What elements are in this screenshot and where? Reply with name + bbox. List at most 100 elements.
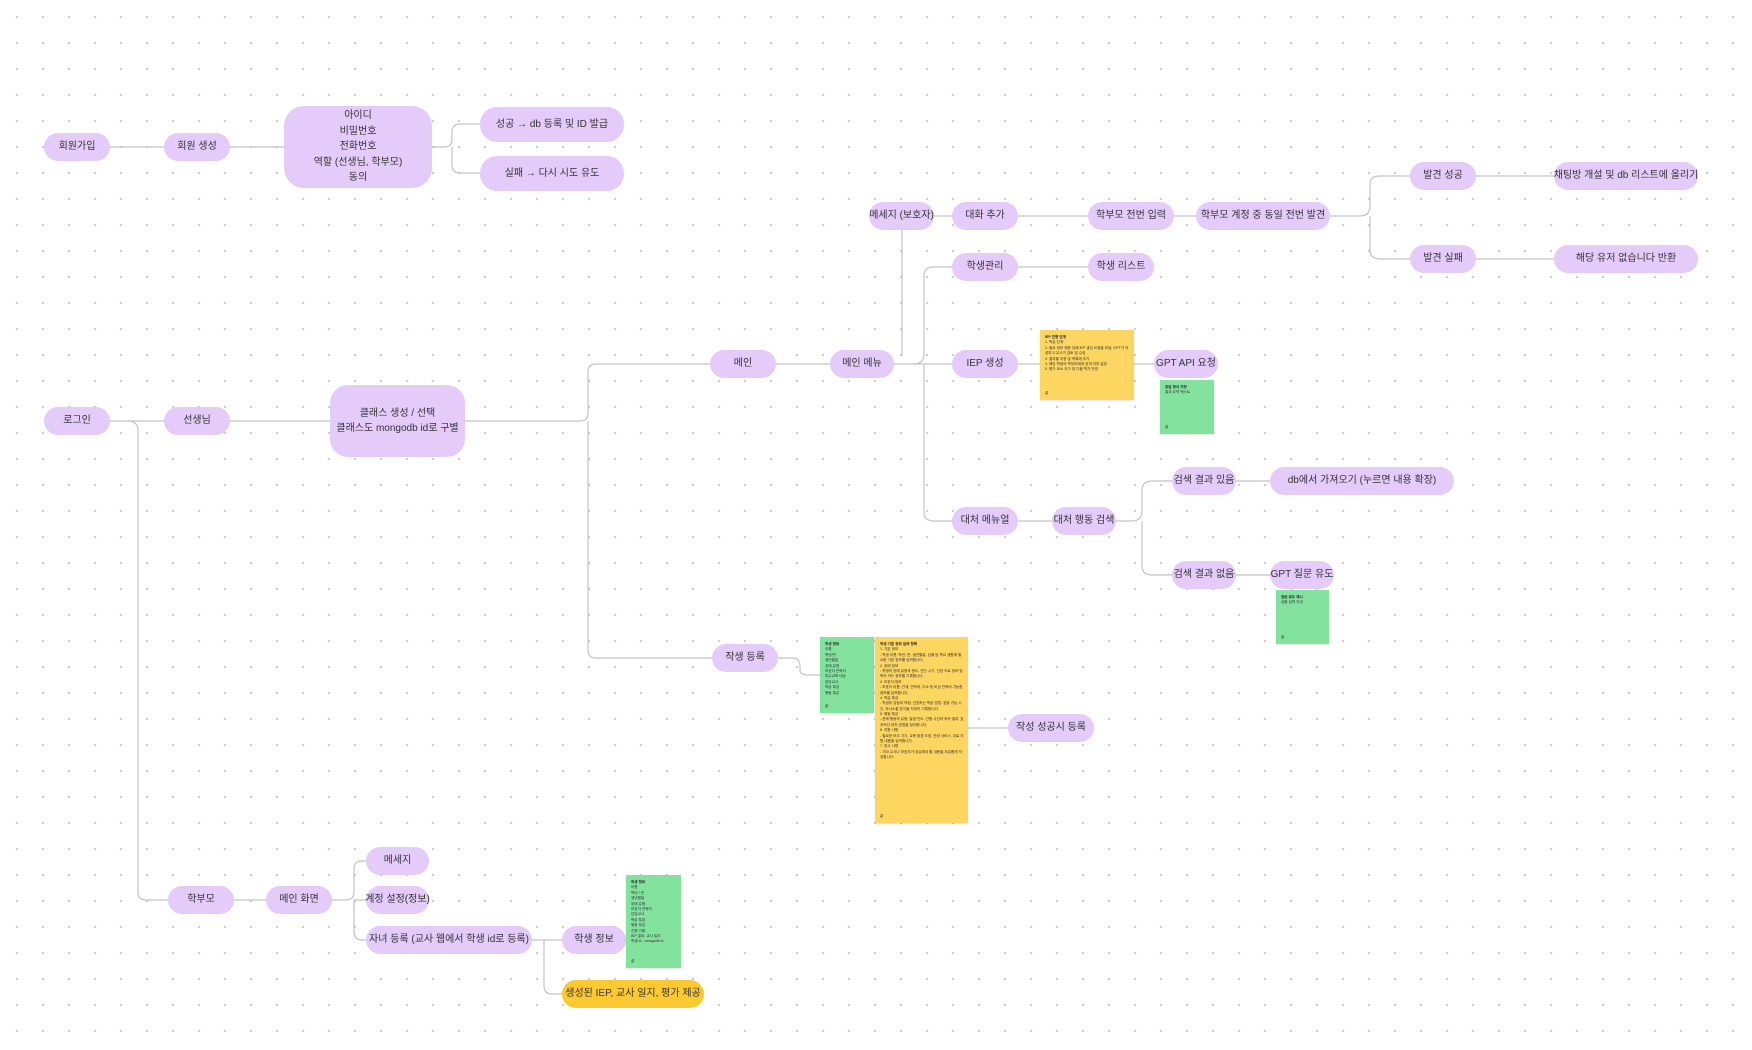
main-menu-node[interactable]: 메인 메뉴 [830,350,894,378]
student-form-line: 7. 참고 사항 [880,744,899,749]
parent-node[interactable]: 학부모 [168,886,234,914]
student-form-line: - 문제 행동의 유형, 발생 빈도, 선행 사건과 후속 결과, 효과적인 대… [880,717,964,727]
student-form-line: 4. 학습 특성 [880,695,899,700]
student-info-note-line: 이름 [631,885,638,890]
response-manual-node[interactable]: 대처 메뉴얼 [952,507,1018,535]
student-form-line: 5. 행동 특성 [880,712,899,717]
iep-steps-line: 3. 결과물 저장 및 목록에 추가 [1045,356,1090,361]
child-register-node[interactable]: 자녀 등록 (교사 웹에서 학생 id로 등록) [366,926,532,954]
student-info-note-line: 보호자 연락처 [631,906,652,911]
student-info-note-foot: 끝 [631,958,635,963]
student-fields-sticky-note: 학생 정보 이름 학년/반 생년월일 장애 유형 보호자 연락처 특수교육 대상… [820,637,874,713]
response-search-node[interactable]: 대처 행동 검색 [1052,507,1116,535]
student-form-sticky-note: 학생 기본 정보 입력 항목 1. 기본 정보 - 학생 이름, 학년, 반, … [875,637,968,823]
student-manage-node[interactable]: 학생관리 [952,253,1018,281]
iep-steps-line: 1. 학습 단계 [1045,340,1064,345]
student-info-note-line: 장애 유형 [631,901,646,906]
student-field-line: 담당교사 [825,679,839,684]
gpt-response-title: 응답 형식 지정 [1165,385,1187,389]
iep-steps-foot: 끝 [1045,390,1049,395]
student-info-note-line: 학습 특징 [631,917,646,922]
student-info-note-title: 학생 정보 [631,880,646,884]
gpt-prompt-note-title: 질문 유도 예시 [1281,595,1303,599]
student-field-line: 특수교육 대상 [825,674,846,679]
gpt-response-foot: 끝 [1165,424,1169,429]
no-user-node[interactable]: 해당 유저 없습니다 반환 [1554,245,1698,273]
student-field-line: 학습 특징 [825,685,840,690]
student-info-note-line: 진행 기록 [631,928,646,933]
student-field-line: 생년월일 [825,658,839,663]
student-info-note-line: 행동 특성 [631,923,646,928]
iep-steps-line: 5. 평가 요소 추가 및 다음 학기 반영 [1045,367,1098,372]
gpt-prompt-sticky-note: 질문 유도 예시 상황 입력 안내 끝 [1276,590,1329,644]
signup-node[interactable]: 회원가입 [44,133,110,161]
class-create-line-2: 클래스도 mongodb id로 구별 [336,423,459,434]
gpt-response-sticky-note: 응답 형식 지정 결과 요약 텍스트 끝 [1160,380,1214,434]
gpt-response-line: 결과 요약 텍스트 [1165,390,1191,395]
student-field-line: 행동 특성 [825,690,840,695]
gpt-api-node[interactable]: GPT API 요청 [1154,350,1218,378]
db-fetch-node[interactable]: db에서 가져오기 (누르면 내용 확장) [1270,467,1454,495]
gpt-prompt-note-foot: 끝 [1281,634,1285,639]
iep-steps-sticky-note: IEP 진행 단계 1. 학습 단계 2. 필요 정보 채운 뒤에 IEP 생성… [1040,330,1134,400]
student-field-line: 학년/반 [825,652,836,657]
gpt-prompt-node[interactable]: GPT 질문 유도 [1270,561,1334,589]
signup-field-id: 아이디 [344,110,372,122]
signup-fail-node[interactable]: 실패 → 다시 시도 유도 [480,156,624,191]
student-form-line: 1. 기본 정보 [880,647,899,652]
class-create-node[interactable]: 클래스 생성 / 선택 클래스도 mongodb id로 구별 [330,385,465,457]
student-field-line: 보호자 연락처 [825,668,846,673]
student-form-line: 6. 지원 사항 [880,728,899,733]
student-list-node[interactable]: 학생 리스트 [1088,253,1154,281]
generated-outputs-node[interactable]: 생성된 IEP, 교사 일지, 평가 제공 [562,980,704,1008]
signup-field-consent: 동의 [348,172,368,184]
create-member-node[interactable]: 회원 생성 [164,133,230,161]
gpt-prompt-note-line: 상황 입력 안내 [1281,600,1303,605]
student-field-line: 이름 [825,647,832,652]
student-info-note-line: 생년월일 [631,896,645,901]
found-success-node[interactable]: 발견 성공 [1410,162,1476,190]
signup-field-role: 역할 (선생님, 학부모) [313,156,403,168]
student-info-note-line: 학년 / 반 [631,890,644,895]
signup-field-phone: 전화번호 [339,141,377,153]
found-fail-node[interactable]: 발견 실패 [1410,245,1476,273]
teacher-node[interactable]: 선생님 [164,407,230,435]
message-node[interactable]: 메세지 [366,847,429,875]
student-field-line: 장애 유형 [825,663,840,668]
student-fields-title: 학생 정보 [825,642,840,646]
signup-success-node[interactable]: 성공 → db 등록 및 ID 발급 [480,107,624,142]
add-chat-node[interactable]: 대화 추가 [952,202,1018,230]
login-node[interactable]: 로그인 [44,407,110,435]
open-chat-node[interactable]: 채팅방 개설 및 db 리스트에 올리기 [1554,162,1698,190]
iep-create-node[interactable]: IEP 생성 [952,350,1018,378]
student-form-line: - 학생의 강점과 약점, 선호하는 학습 방법, 집중 가능 시간, 의사소통… [880,701,962,711]
student-info-node[interactable]: 학생 정보 [562,926,626,954]
student-fields-foot: 끝 [825,703,829,708]
search-none-node[interactable]: 검색 결과 없음 [1172,561,1236,589]
signup-fields-node[interactable]: 아이디 비밀번호 전화번호 역할 (선생님, 학부모) 동의 [284,106,432,188]
iep-steps-line: 4. 해당 학생의 학부모에게 공개 여부 설정 [1045,361,1107,366]
account-settings-node[interactable]: 계정 설정(정보) [365,886,430,914]
find-same-phone-node[interactable]: 학부모 계정 중 동일 전번 발견 [1196,202,1330,230]
student-form-foot: 끝 [880,813,884,818]
student-form-line: - 필요한 보조 기기, 교육 환경 조정, 관련 서비스, 치료 지원 내용을… [880,733,964,744]
register-success-node[interactable]: 작성 성공시 등록 [1008,714,1094,742]
student-form-line: - 학생 이름, 학년, 반, 생년월일, 성별 등 학교 생활에 필요한 기본… [880,652,962,663]
student-info-note-line: IEP 결과, 교사 일지 [631,933,661,938]
main-screen-node[interactable]: 메인 화면 [266,886,332,914]
enter-parent-phone-node[interactable]: 학부모 전번 입력 [1088,202,1174,230]
student-info-note-line: 담당교사 [631,912,645,917]
student-form-line: - 보호자 이름, 관계, 연락처, 주소 등 비상 연락이 가능한 정보를 입… [880,685,963,695]
student-form-line: 3. 보호자 정보 [880,679,902,684]
student-register-node[interactable]: 작생 등록 [712,644,778,672]
student-form-line: 2. 장애 정보 [880,663,899,668]
search-found-node[interactable]: 검색 결과 있음 [1172,467,1236,495]
main-node[interactable]: 메인 [710,350,776,378]
signup-field-password: 비밀번호 [339,125,377,137]
iep-steps-line: 2. 필요 정보 채운 뒤에 IEP 생성 요청을 보냄, GPT가 작성하고 … [1045,345,1129,356]
student-info-sticky-note: 학생 정보 이름 학년 / 반 생년월일 장애 유형 보호자 연락처 담당교사 … [626,875,681,968]
student-info-note-line: 학생 id - mongodb id [631,939,664,944]
message-parent-node[interactable]: 메세지 (보호자) [869,202,934,230]
class-create-line-1: 클래스 생성 / 선택 [359,407,436,419]
